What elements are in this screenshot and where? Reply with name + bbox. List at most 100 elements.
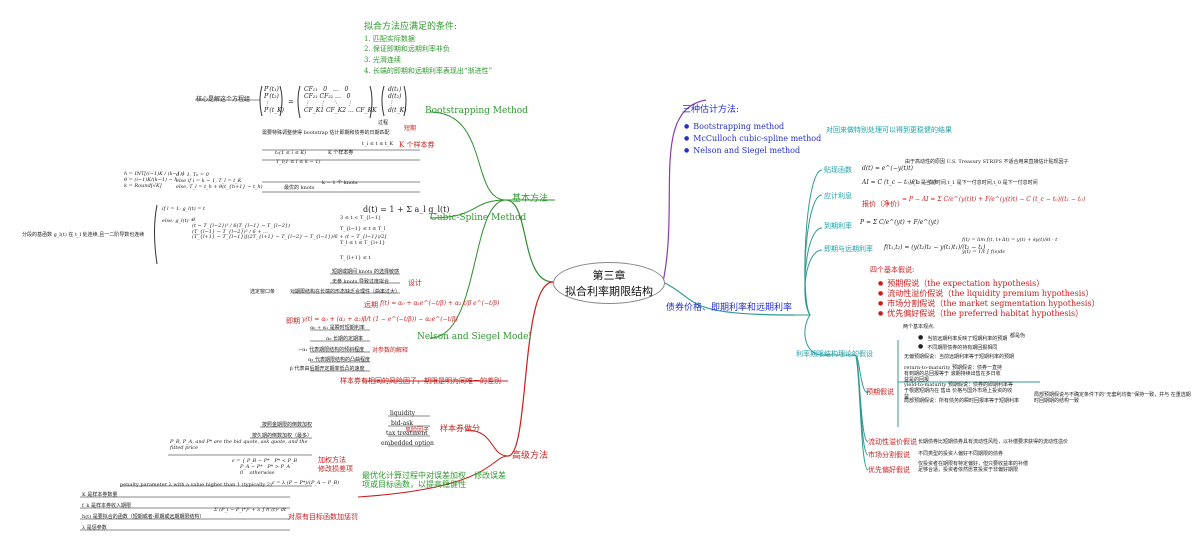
accrued-note: t_c 是当前时间,t_1 是下一付息时间,t_0 是下一付息时间 (912, 180, 1038, 186)
bootstrap-node[interactable]: Bootstrapping Method (425, 106, 528, 116)
spot-forward-formula: f(t₁,t₂) = (y(t₂)t₂ − y(t₁)t₁)/(t₂ − t₁) (884, 244, 986, 251)
habitat-node[interactable]: 优先偏好假说 (868, 466, 910, 474)
ns-explain-2: α₀ 长期的定期率 (326, 336, 363, 342)
discount-formula: d(t) = e^(−y(t)t) (862, 165, 913, 172)
three-methods-title: 三种估计方法: (682, 105, 740, 115)
local-expect-note: 局部预期假说与不确定条件下的“无套利均衡”保持一致，并与 在重选期时回期期的结构… (1034, 392, 1191, 404)
accrued-formula: AI = C (t_c − t₀)/(t₁ − t₀) (862, 179, 937, 186)
spline-knots-choose: 最优的 knots (284, 185, 315, 191)
hypothesis-1: 预期假说（the expectation hypothesis） (878, 278, 1044, 289)
method-spline: McCulloch cubic-spline method (684, 134, 821, 143)
spline-basis-pieces: 0(t − T_{l−2})³ / 6(T_{l−1} − T_{l−2})(T… (192, 217, 387, 241)
liquidity-note: 长期债券比短期债券具有流动性风险，以补偿要求获得的流动性溢价 (918, 439, 1069, 445)
ns-design-item-3: 对期限结构在长端的形态缺乏合理性（曲率过大） (290, 289, 401, 295)
expect-item-1: 无偏预期假说：当前远期利率等于短期利率的预期 (904, 354, 1015, 360)
objective-item-2: f_k 是样本券收入期限 (82, 503, 131, 509)
spline-node[interactable]: Cubic-Spline Method (430, 213, 527, 223)
weight-node[interactable]: 加权方法 (318, 456, 346, 464)
objective-item-4: λ 是惩参数 (82, 525, 107, 531)
ytm-formula: P = Σ C/e^(yt) + F/e^(yt) (860, 219, 939, 226)
spline-basis-note: 分段的基函数 g_l(t) 在 t_l 处连续,且一二阶导数也连续 (22, 232, 145, 238)
expect-item-4: 局部预期假说：所有债务的瞬时回报率等于短期利率 (904, 398, 1020, 404)
risk-factor: 风险因子 (405, 427, 430, 434)
d-vector: d(t₁)d(t₂)⋮d(t_K) (388, 86, 407, 114)
ns-weak: 选定窗口条 (250, 289, 276, 295)
ns-spot-label: 即期 (286, 317, 300, 325)
bootstrap-core: 核心是解这个方程组 (196, 96, 251, 103)
weight-item-2: 按久期的倒数加权（最多） (252, 433, 313, 439)
basic-methods-node[interactable]: 基本方法 (512, 194, 549, 204)
spline-piece-1: 3 ≤ t < T_{l−1} (340, 215, 382, 221)
methods-note: 对回来做特别处理可以得到更稳健的结果 (826, 126, 952, 134)
discount-node[interactable]: 贴现函数 (824, 166, 852, 174)
objective-node[interactable]: 对原有目标函数加惩罚 (288, 513, 358, 521)
segment-note: 不同类型的投资人偏好不同期限的债券 (918, 451, 1004, 457)
expect-node[interactable]: 预期假说 (866, 388, 894, 396)
spot-forward-node[interactable]: 即期与远期利率 (824, 245, 873, 253)
center-topic-line2: 拟合利率期限结构 (565, 285, 653, 298)
accrued-node[interactable]: 应计利息 (824, 192, 852, 200)
center-topic-line1: 第三章 (592, 269, 626, 282)
ns-explain-3: −α₁ 代表期限结构的倾斜程度 (298, 347, 365, 353)
condition-item-2: 2. 保证即期和远期利率非负 (364, 45, 450, 53)
ytm-node[interactable]: 到期利率 (824, 222, 852, 230)
expect-item-2: return-to-maturity 预期假说：债券一直持有到期的总回报等于 滚… (904, 365, 1002, 383)
hypothesis-2: 流动性溢价假说（the liquidity premium hypothesis… (878, 288, 1093, 299)
ns-forward-label: 远期 (364, 301, 378, 309)
conditions-title: 拟合方法应满足的条件: (364, 22, 458, 32)
factor-bid-ask: bid-ask (391, 420, 413, 427)
bootstrap-matrix: P′(t₁)P′(t₂)⋮P′(t_K) (264, 86, 284, 114)
modify-formula: ε = { P_B − P* P* < P_B P_A − P* P* > P_… (232, 458, 298, 476)
spot-forward-formula-2: f(t) = lim f(t, t+Δt) = y(t) + ∂y(t)/∂t … (962, 237, 1058, 255)
expect-note: 都是伪 (1010, 333, 1026, 339)
optimal-note: 最优化计算过程中对误差加权、修改误差项或目标函数，以提高稳健性 (362, 471, 506, 490)
ns-forward-formula: f(t) = α₀ + α₁e^(−t/β) + α₂ t/β e^(−t/β) (380, 300, 500, 307)
objective-formula: Σ (P_i − P_i*)² + λ ∫ h″(t)² dt (214, 507, 286, 513)
ns-explain-1: α₀ + α₁ 是瞬时短期利率 (310, 325, 365, 331)
equals-sign: = (288, 98, 294, 106)
spline-knots-count: k − 1 个 knots (322, 180, 358, 186)
factor-tax: tax treatment (386, 430, 428, 437)
segment-node[interactable]: 市场分割假说 (868, 451, 910, 459)
modify-node[interactable]: 修改损差项 (318, 465, 353, 473)
spline-piece-3: T_l ≤ t ≤ T_{l+1} (340, 240, 386, 246)
four-hypotheses-title: 四个基本假说: (870, 266, 915, 274)
bootstrap-drawback-label: 过程 (378, 120, 389, 126)
ns-node[interactable]: Nelson and Siegel Model (417, 332, 532, 342)
ns-design-item-1: 短期或期间 knots 的选择敏感 (332, 269, 400, 275)
expect-point-2: 不同期限债券的持有期回报相同 (918, 343, 997, 351)
weight-item-1: 按照金期限的倒数加权 (262, 422, 313, 428)
center-topic[interactable]: 第三章 拟合利率期限结构 (553, 262, 665, 304)
hypothesis-4: 优先偏好假说（the preferred habitat hypothesis） (878, 308, 1083, 319)
bootstrap-drawback: 短期 (404, 125, 417, 132)
expect-two-title: 两个基本观点: (903, 324, 935, 330)
spline-formula: d(t) = 1 + Σ a_l g_l(t) (363, 205, 450, 214)
clean-price-label: 报价（净价） (862, 200, 904, 208)
habitat-note: 仅投资者在期限有特定偏好，但只要收益率的补偿足够合适，投资者依然愿意投资于非偏好… (918, 461, 1029, 473)
factor-option: embedded option (381, 440, 434, 447)
ns-explain: 对参数的解释 (372, 347, 409, 354)
ns-design: 设计 (408, 279, 422, 287)
bond-branch-node[interactable]: 债券价格、即期利率和远期利率 (666, 303, 793, 313)
modify-eps-formula: ε = λ (P − P*)/(P_A − P_B) (272, 480, 340, 486)
spline-h-def: h = INT[(i−1)K / (k−1)]θ = (i−1)K/(k−1) … (124, 171, 184, 189)
hypothesis-3: 市场分割假说（the market segmentation hypothesi… (878, 298, 1099, 309)
spline-t1: t₁(1 ≤ i ≤ K) (275, 150, 307, 156)
modify-penalty: penalty parameter λ with a value higher … (120, 482, 272, 488)
bootstrap-drawback-note: 需要特殊调整使得 bootstrap 估计即期和债券的日期匹配 (262, 130, 390, 136)
ns-explain-4: α₂ 代表期限结构的凸曲程度 (308, 357, 370, 363)
theory-node[interactable]: 利率期限结构理论的假设 (796, 350, 873, 358)
ns-explain-5: β 代表由后期开定期率低凸的速度 (290, 366, 365, 372)
objective-item-3: h(t) 是要拟合的函数（短期或者-即期或远期期限结构） (82, 514, 205, 520)
sample-node[interactable]: 样本券做分 (440, 424, 480, 433)
advanced-methods-node[interactable]: 高级方法 (512, 451, 549, 461)
ns-spot-formula: y(t) = α₀ + (α₁ + α₂)β/t (1 − e^(−t/β)) … (302, 316, 458, 323)
factor-liquidity: liquidity (390, 410, 416, 417)
liquidity-node[interactable]: 流动性溢价假说 (868, 438, 917, 446)
discount-note: 由于高动性的原因 U.S. Treasury STRIPS 不适合用来直接估计贴… (905, 159, 1069, 165)
expect-point-1: 当前远期利率反映了短期利率的预期 (918, 334, 1007, 342)
condition-item-1: 1. 匹配实际数据 (364, 35, 415, 43)
